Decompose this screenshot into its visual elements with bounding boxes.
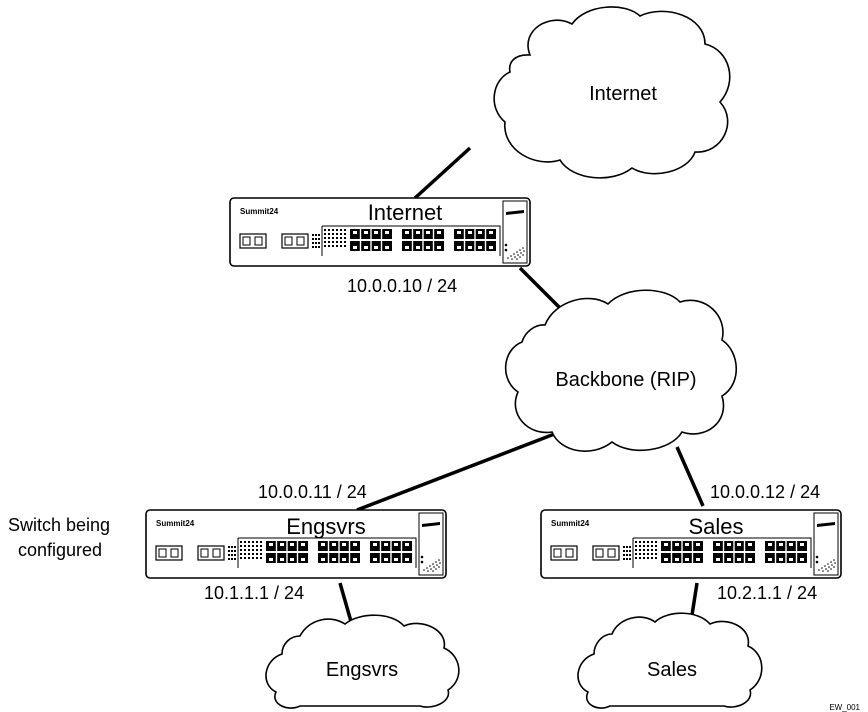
engsvrs-switch: Summit24 Engsvrs <box>145 509 447 579</box>
engsvrs-uplink-ip: 10.0.0.11 / 24 <box>258 482 367 502</box>
figure-code: EW_001 <box>829 703 860 712</box>
sales-cloud-label: Sales <box>647 659 697 681</box>
engsvrs-switch-name: Engsvrs <box>286 514 365 539</box>
internet-switch-brand: Summit24 <box>240 207 279 216</box>
internet-cloud-label: Internet <box>589 83 657 105</box>
engsvrs-downlink-ip: 10.1.1.1 / 24 <box>204 583 304 603</box>
engsvrs-cloud-label: Engsvrs <box>326 659 398 681</box>
link-engsvrs-lan <box>338 582 354 626</box>
sales-downlink-ip: 10.2.1.1 / 24 <box>717 583 817 603</box>
sales-switch: Summit24 Sales <box>540 509 842 579</box>
internet-switch: Summit24 Internet <box>229 197 531 267</box>
callout-line-1: Switch being <box>8 515 110 535</box>
backbone-cloud-label: Backbone (RIP) <box>555 369 696 391</box>
link-backbone-sales <box>675 446 705 507</box>
link-backbone-engsvrs <box>356 426 571 512</box>
internet-cloud: Internet <box>493 6 731 179</box>
internet-switch-ip: 10.0.0.10 / 24 <box>347 276 457 296</box>
sales-uplink-ip: 10.0.0.12 / 24 <box>710 482 820 502</box>
backbone-cloud: Backbone (RIP) <box>504 289 737 452</box>
sales-switch-brand: Summit24 <box>551 519 590 528</box>
link-internet-cloud-switch <box>413 146 472 200</box>
engsvrs-switch-brand: Summit24 <box>156 519 195 528</box>
sales-cloud: Sales <box>577 612 763 709</box>
engsvrs-cloud: Engsvrs <box>265 614 460 709</box>
internet-switch-name: Internet <box>368 200 443 225</box>
callout-line-2: configured <box>18 540 102 560</box>
sales-switch-name: Sales <box>688 514 743 539</box>
